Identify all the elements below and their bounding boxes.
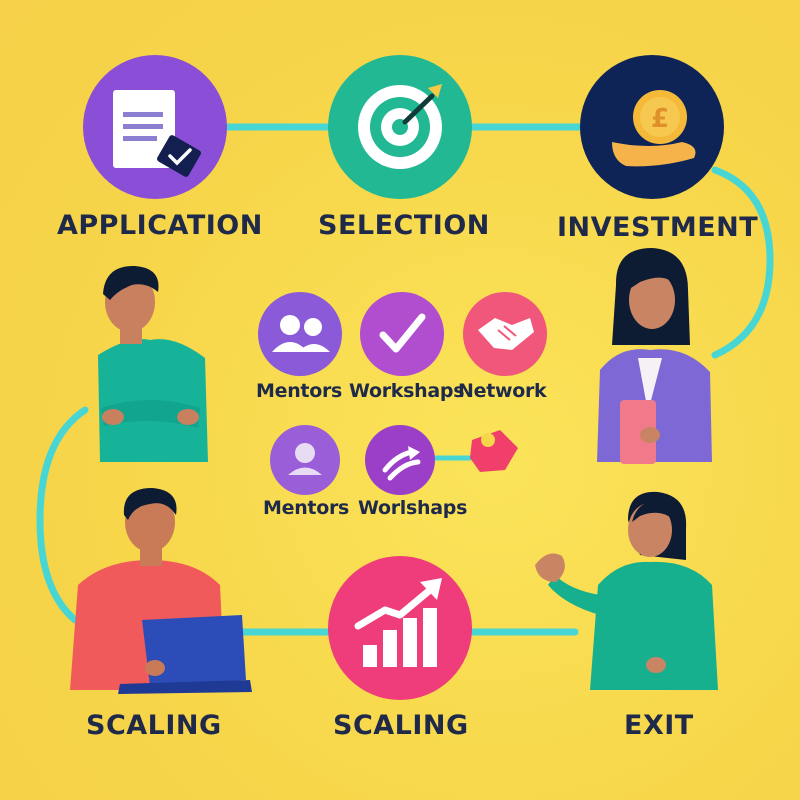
- svg-text:£: £: [651, 104, 669, 134]
- puzzle-piece-icon: [470, 430, 518, 472]
- stage-label-application: APPLICATION: [57, 210, 263, 241]
- stage-label-exit: EXIT: [624, 710, 694, 741]
- benefit-label-workshops: Workshaps: [349, 380, 465, 402]
- benefit-label-mentors: Mentors: [256, 380, 343, 402]
- mentor-person-icon: [270, 425, 340, 495]
- stage-label-investment: INVESTMENT: [557, 212, 759, 243]
- mentors-icon: [258, 292, 342, 376]
- coin-hand-icon: £: [580, 55, 724, 199]
- target-icon: [328, 55, 472, 199]
- connector-line: [36, 123, 774, 636]
- workshops-arrow-icon: [365, 425, 435, 495]
- benefit-label-mentors-2: Mentors: [263, 497, 350, 519]
- person-exit: [535, 491, 718, 690]
- stage-label-selection: SELECTION: [318, 210, 490, 241]
- handshake-icon: [463, 292, 547, 376]
- person-arms-crossed: [98, 265, 208, 462]
- stage-label-scaling-left: SCALING: [86, 710, 222, 741]
- person-investor: [597, 248, 712, 464]
- benefit-label-workshops-2: Worlshaps: [358, 497, 468, 519]
- person-with-laptop: [70, 488, 252, 694]
- benefit-label-network: Network: [458, 380, 547, 402]
- growth-chart-icon: [328, 556, 472, 700]
- workshops-check-icon: [360, 292, 444, 376]
- application-icon: [83, 55, 227, 199]
- stage-label-scaling-center: SCALING: [333, 710, 469, 741]
